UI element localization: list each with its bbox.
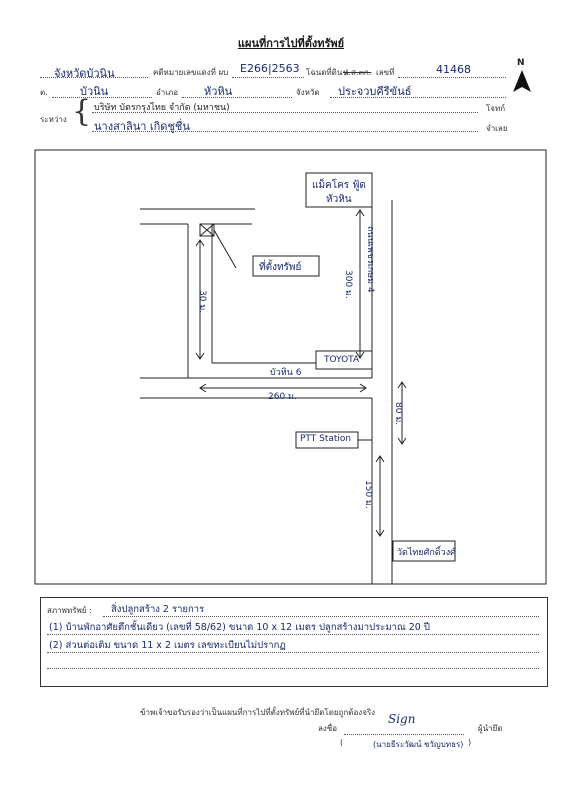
province-handwritten: จังหวัดบัวนิน [54,67,115,80]
role-label: ผู้นำยึด [478,724,503,733]
dotted-line [92,131,478,132]
toyota-label: TOYOTA [324,355,360,365]
district-value: หัวหิน [204,85,233,98]
plaintiff-label: โจทก์ [486,104,506,113]
sign-label: ลงชื่อ [318,724,338,733]
pointer-line [213,229,237,269]
deed-struck: น.ส.๓ก. [343,68,372,77]
dotted-line [47,652,539,653]
north-letter: N [517,58,525,68]
north-arrow-icon [513,70,531,92]
brace: { [72,94,92,129]
condition-line-3: (2) ส่วนต่อเติม ขนาด 11 x 2 เมตร เลขทะเบ… [49,640,286,651]
dotted-line [47,668,539,669]
temple-box [392,540,456,562]
province-label: จังหวัด [296,88,320,97]
dist-150-label: 150 ม. [363,480,373,509]
number-value: 41468 [436,63,471,76]
dotted-line [330,97,506,98]
defendant-name: นางสาลินา เกิดชูชื่น [94,120,190,133]
district-label: อำเภอ [156,88,179,97]
temple-label: วัดไทยศักดิ์วงศ์ [397,548,456,558]
property-label: ที่ตั้งทรัพย์ [259,262,302,273]
makro-box [305,172,373,208]
subdistrict-label: ต. [40,88,48,97]
condition-box: สภาพทรัพย์ : สิ่งปลูกสร้าง 2 รายการ (1) … [40,597,548,687]
deed-label: โฉนดที่ดิน / [306,68,348,77]
map-drawing [34,149,547,585]
close-paren: ) [468,738,472,747]
toyota-box [315,350,373,370]
dotted-line [398,77,506,78]
certify-text: ข้าพเจ้าขอรับรองว่าเป็นแผนที่การไปที่ตั้… [140,708,376,717]
north-arrow [511,60,533,98]
road-6-label: บัวหิน 6 [270,368,302,378]
between-label: ระหว่าง [40,115,67,124]
condition-line-1: สิ่งปลูกสร้าง 2 รายการ [111,604,205,615]
dist-300-label: 300 ม. [343,270,353,299]
road-4-label: ถนนเพชรเกษม 4 [365,226,375,293]
dist-30-label: 30 ม. [197,290,207,314]
makro-label: แม็คโคร ฟู้ด [312,180,366,191]
printed-name: (นายธีระวัฒน์ ชวัญบทธร) [373,740,464,749]
subdistrict-value: บัวนิน [80,85,109,98]
open-paren: ( [340,738,344,747]
property-label-box [252,255,320,277]
condition-label: สภาพทรัพย์ : [47,606,92,615]
map-frame [34,149,547,585]
plaintiff-name: บริษัท บัตรกรุงไทย จำกัด (มหาชน) [94,103,230,113]
page-title: แผนที่การไปที่ตั้งทรัพย์ [237,37,345,50]
dist-80-label: 80 ม. [393,402,403,426]
number-label: เลขที่ [376,68,395,77]
red-number-value: E266|2563 [240,62,300,75]
dotted-line [52,97,152,98]
dotted-line [47,634,539,635]
province-value: ประจวบคีรีขันธ์ [338,85,412,98]
red-number-label: คดีหมายเลขแดงที่ ผบ [153,68,229,77]
dotted-line [182,97,292,98]
defendant-label: จำเลย [486,124,508,133]
dotted-line [92,112,478,113]
condition-line-2: (1) บ้านพักอาศัยตึกชั้นเดียว (เลขที่ 58/… [49,622,430,633]
signature: Sign [388,712,416,726]
dotted-line [344,734,464,735]
dotted-line [40,77,148,78]
dotted-line [232,77,304,78]
ptt-label: PTT Station [300,434,352,444]
dist-260-label: 260 ม. [268,392,297,402]
makro-label-2: หัวหิน [326,194,352,205]
dotted-line [103,616,539,617]
